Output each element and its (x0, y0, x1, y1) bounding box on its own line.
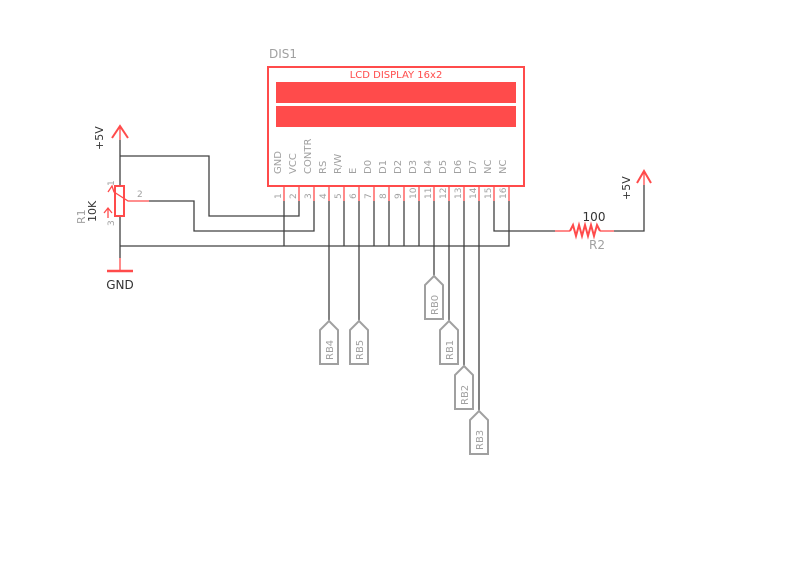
pot-pin3: 3 (107, 220, 117, 226)
pin-number: 9 (394, 193, 404, 199)
pin-number: 13 (454, 188, 464, 199)
pin-name: D6 (453, 160, 464, 174)
net-label-text: RB1 (445, 340, 456, 360)
pin-number: 5 (334, 193, 344, 199)
pin-number: 14 (469, 187, 479, 199)
pot-pin2: 2 (137, 190, 143, 200)
net-label-rb1[interactable]: RB1 (439, 319, 459, 365)
pin-name: R/W (333, 154, 344, 174)
net-label-rb3[interactable]: RB3 (469, 409, 489, 455)
pin-8[interactable]: D1 8 (378, 160, 390, 201)
lcd-display-body[interactable] (267, 66, 525, 187)
lcd-row-1 (276, 82, 516, 103)
net-label-text: RB5 (355, 340, 366, 360)
pin-number: 10 (409, 187, 419, 199)
pin-name: VCC (288, 153, 299, 174)
pin-name: NC (483, 160, 494, 174)
vcc-arrow-icon (111, 124, 129, 139)
pin-9[interactable]: D2 9 (393, 160, 405, 201)
vcc-right-label: +5V (620, 176, 633, 200)
net-label-text: RB4 (325, 340, 336, 360)
net-label-rb5[interactable]: RB5 (349, 319, 369, 365)
pin-number: 7 (364, 193, 374, 199)
wires (119, 140, 645, 411)
pin-name: D1 (378, 160, 389, 174)
pin-number: 6 (349, 193, 359, 199)
pin-name: D5 (438, 160, 449, 174)
pin-14[interactable]: D7 14 (468, 160, 480, 201)
pin-name: D0 (363, 160, 374, 174)
potentiometer-r1[interactable] (103, 124, 149, 273)
pin-name: NC (498, 160, 509, 174)
pin-name: GND (273, 151, 284, 174)
pin-7[interactable]: D0 7 (363, 160, 375, 201)
pot-ref: R1 (75, 209, 88, 224)
net-label-text: RB3 (475, 430, 486, 450)
pin-10[interactable]: D3 10 (408, 160, 420, 201)
pin-number: 16 (499, 187, 509, 199)
r2-ref: R2 (589, 238, 605, 252)
vcc-left-label: +5V (93, 126, 106, 150)
pin-number: 8 (379, 193, 389, 199)
pot-value: 10K (86, 200, 99, 222)
pin-15[interactable]: NC 15 (483, 160, 495, 201)
pin-name: D2 (393, 160, 404, 174)
pin-2[interactable]: VCC 2 (288, 153, 300, 201)
pin-number: 4 (319, 193, 329, 199)
resistor-zigzag-icon (569, 221, 601, 240)
pin-6[interactable]: E6 (348, 168, 360, 201)
pin-name: D3 (408, 160, 419, 174)
pin-name: E (348, 168, 359, 174)
pin-number: 11 (424, 188, 434, 199)
net-label-text: RB2 (460, 385, 471, 405)
pin-number: 15 (484, 188, 494, 199)
pin-11[interactable]: D4 11 (423, 160, 435, 201)
net-label-text: RB0 (430, 295, 441, 315)
display-title: LCD DISPLAY 16x2 (350, 70, 443, 81)
pot-pin1: 1 (107, 180, 117, 186)
net-label-rb0[interactable]: RB0 (424, 274, 444, 320)
lcd-row-2 (276, 106, 516, 127)
display-ref: DIS1 (269, 47, 297, 61)
pin-5[interactable]: R/W 5 (333, 154, 345, 201)
net-label-rb2[interactable]: RB2 (454, 364, 474, 410)
pin-number: 2 (289, 193, 299, 199)
pin-1[interactable]: GND 1 (273, 151, 285, 201)
pin-name: CONTR (303, 139, 314, 174)
pin-number: 12 (439, 188, 449, 199)
r2-value: 100 (583, 210, 606, 224)
pin-12[interactable]: D5 12 (438, 160, 450, 201)
pin-name: D4 (423, 160, 434, 174)
gnd-label: GND (106, 278, 134, 292)
pin-name: D7 (468, 160, 479, 174)
pin-16[interactable]: NC 16 (498, 160, 510, 201)
resistor-r2[interactable] (555, 169, 652, 240)
vcc-arrow-icon (636, 169, 652, 184)
pin-number: 3 (304, 193, 314, 199)
pin-4[interactable]: RS 4 (318, 161, 330, 201)
pin-13[interactable]: D6 13 (453, 160, 465, 201)
pin-number: 1 (274, 193, 284, 199)
pin-3[interactable]: CONTR 3 (303, 139, 315, 201)
net-label-rb4[interactable]: RB4 (319, 319, 339, 365)
pin-name: RS (318, 161, 329, 174)
